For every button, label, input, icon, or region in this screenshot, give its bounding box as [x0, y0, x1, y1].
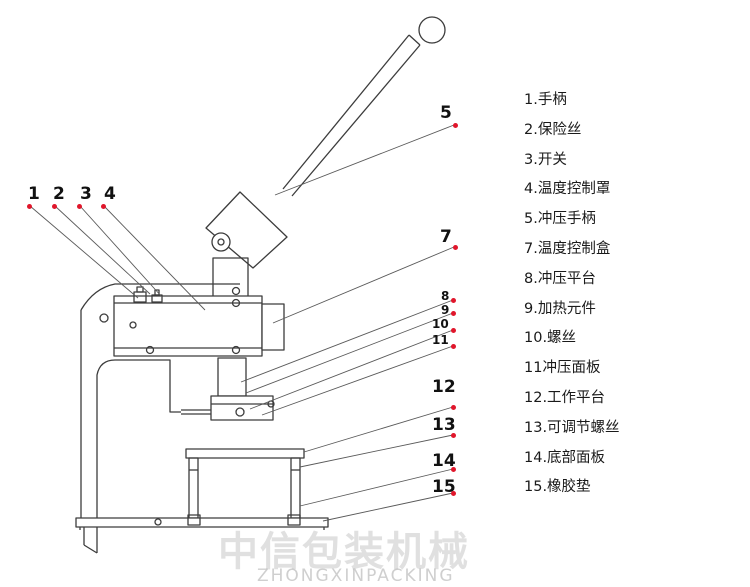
callout-15: 15 — [432, 477, 456, 497]
legend-item: 10.螺丝 — [524, 330, 577, 347]
callout-7: 7 — [440, 227, 452, 247]
marker-dot-9 — [451, 311, 456, 316]
press-arm — [205, 191, 288, 269]
callout-3: 3 — [80, 184, 92, 204]
marker-dot-4 — [101, 204, 106, 209]
marker-dot-3 — [77, 204, 82, 209]
temperature-box — [261, 303, 285, 351]
marker-dot-1 — [27, 204, 32, 209]
legend-item: 4.温度控制罩 — [524, 181, 611, 198]
parts-legend: 1.手柄 2.保险丝 3.开关 4.温度控制罩 5.冲压手柄 7.温度控制盒 8… — [524, 88, 620, 505]
marker-dot-15 — [451, 491, 456, 496]
lever-handle — [282, 16, 446, 197]
marker-dot-12 — [451, 405, 456, 410]
legend-item: 1.手柄 — [524, 92, 567, 108]
legend-item: 3.开关 — [524, 151, 567, 168]
legend-item: 15.橡胶垫 — [524, 479, 591, 496]
marker-dot-5 — [453, 123, 458, 128]
callout-10: 10 — [432, 317, 449, 331]
legend-item: 14.底部面板 — [524, 449, 606, 466]
marker-dot-11 — [451, 344, 456, 349]
callout-12: 12 — [432, 377, 456, 397]
watermark-brand-latin: ZHONGXINPACKING — [257, 566, 455, 586]
legend-item: 8.冲压平台 — [524, 270, 596, 287]
legend-item: 5.冲压手柄 — [524, 211, 596, 228]
legend-item: 11冲压面板 — [524, 360, 601, 377]
marker-dot-2 — [52, 204, 57, 209]
callout-1: 1 — [28, 184, 40, 204]
marker-dot-13 — [451, 433, 456, 438]
leader-lines — [29, 124, 455, 522]
callout-9: 9 — [441, 303, 450, 317]
marker-dot-8 — [451, 298, 456, 303]
watermark-brand: 中信包装机械 — [218, 529, 470, 575]
callout-8: 8 — [441, 289, 450, 303]
legend-item: 9.加热元件 — [524, 300, 596, 317]
press-platen — [181, 395, 275, 421]
legend-item: 7.温度控制盒 — [524, 240, 611, 257]
legend-item: 2.保险丝 — [524, 121, 582, 138]
base-plate — [75, 514, 329, 530]
temperature-cover — [113, 286, 263, 357]
work-table — [185, 448, 305, 519]
legend-item: 13.可调节螺丝 — [524, 419, 620, 436]
callout-4: 4 — [104, 184, 116, 204]
marker-dot-10 — [451, 328, 456, 333]
callout-11: 11 — [432, 333, 449, 347]
callout-13: 13 — [432, 415, 456, 435]
callout-2: 2 — [53, 184, 65, 204]
callout-14: 14 — [432, 451, 456, 471]
marker-dot-7 — [453, 245, 458, 250]
marker-dot-14 — [451, 467, 456, 472]
callout-5: 5 — [440, 103, 452, 123]
legend-item: 12.工作平台 — [524, 389, 606, 406]
